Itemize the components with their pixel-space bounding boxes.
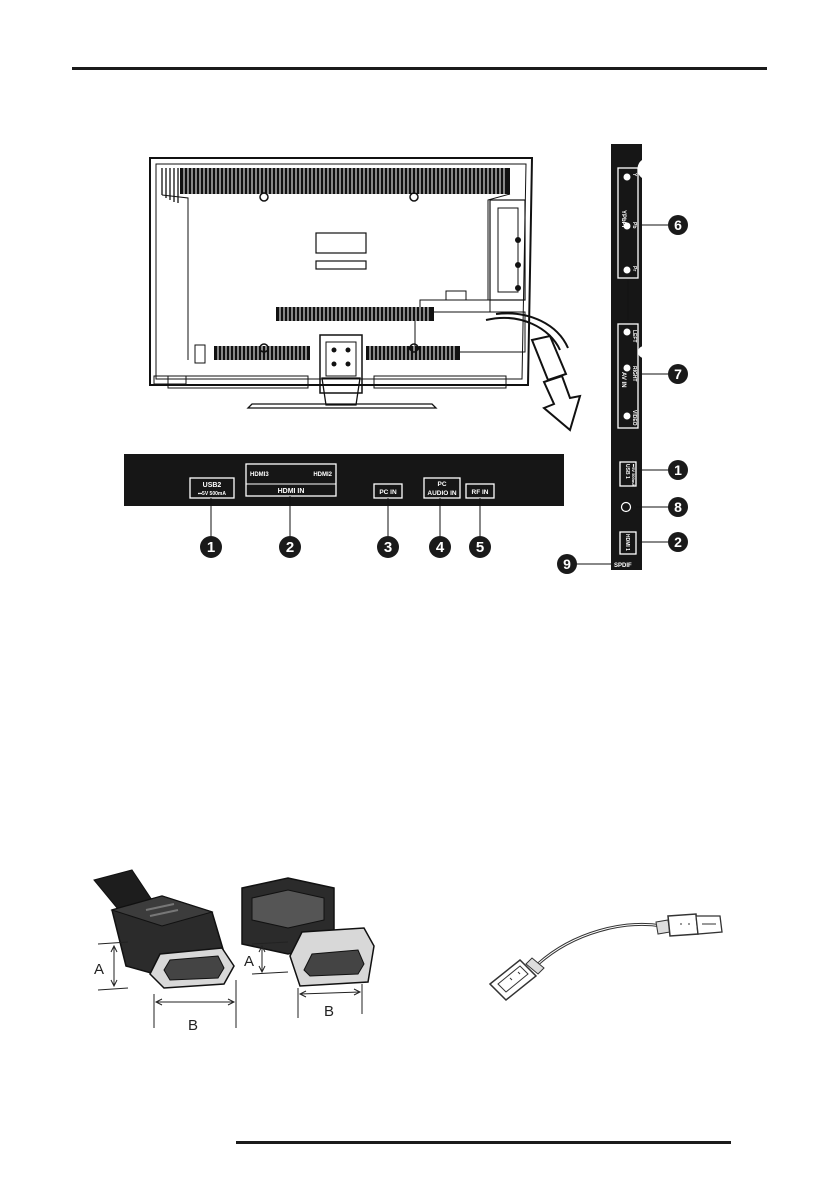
ypbpr-label: YPbPr <box>620 210 626 229</box>
right-label: RIGHT <box>631 366 637 382</box>
bottom-panel-illustration: USB2 ⎓5V 500mA HDMI3 HDMI2 HDMI IN PC IN… <box>124 454 564 558</box>
hdmi3-label: HDMI3 <box>250 472 269 478</box>
usb1-sub-label: ⎓5V 500mA <box>631 464 636 486</box>
usb-cable-illustration <box>488 913 723 1002</box>
usb2-sub-label: ⎓5V 500mA <box>198 491 226 497</box>
video-label: VIDEO <box>631 410 637 426</box>
hdmi-connectors-illustration: A B A B <box>93 869 375 1034</box>
headphone-icon <box>620 501 632 513</box>
hdmi-in-label: HDMI IN <box>278 488 305 495</box>
av-in-label: AV IN <box>620 372 626 388</box>
pr-label: Pr <box>631 266 637 271</box>
dimension-a-right: A <box>244 953 254 970</box>
hdmi1-label: HDMI 1 <box>624 534 630 551</box>
callout-8: 8 <box>674 499 682 515</box>
dimension-a-left: A <box>94 961 104 978</box>
hdmi2-label: HDMI2 <box>313 472 332 478</box>
pc-audio-label: PC <box>437 481 446 488</box>
spdif-label: SPDIF <box>614 563 632 569</box>
footer-rule <box>236 1141 731 1144</box>
y-label: Y <box>631 173 637 177</box>
audio-in-label: AUDIO IN <box>427 490 457 497</box>
tv-rear-illustration <box>149 157 582 432</box>
rf-in-label: RF IN <box>472 489 489 496</box>
callout-1-side: 1 <box>674 462 682 478</box>
side-panel-illustration: YPbPr Y Pb Pr LEFT RIGHT AV IN VIDEO USB… <box>557 144 688 574</box>
left-label: LEFT <box>631 330 637 343</box>
usb1-label: USB 1 <box>624 464 630 479</box>
callout-4: 4 <box>436 539 445 556</box>
callout-6: 6 <box>674 217 682 233</box>
usb2-label: USB2 <box>203 482 222 489</box>
pb-label: Pb <box>631 222 637 228</box>
callout-5: 5 <box>476 539 484 556</box>
dimension-b-left: B <box>188 1017 198 1034</box>
callout-3: 3 <box>384 539 392 556</box>
callout-1: 1 <box>207 539 215 556</box>
dimension-b-right: B <box>324 1003 334 1020</box>
pc-in-label: PC IN <box>379 489 397 496</box>
callout-9: 9 <box>563 556 571 572</box>
callout-7: 7 <box>674 366 682 382</box>
callout-2: 2 <box>286 539 294 556</box>
header-rule <box>72 67 767 70</box>
callout-2-side: 2 <box>674 534 682 550</box>
